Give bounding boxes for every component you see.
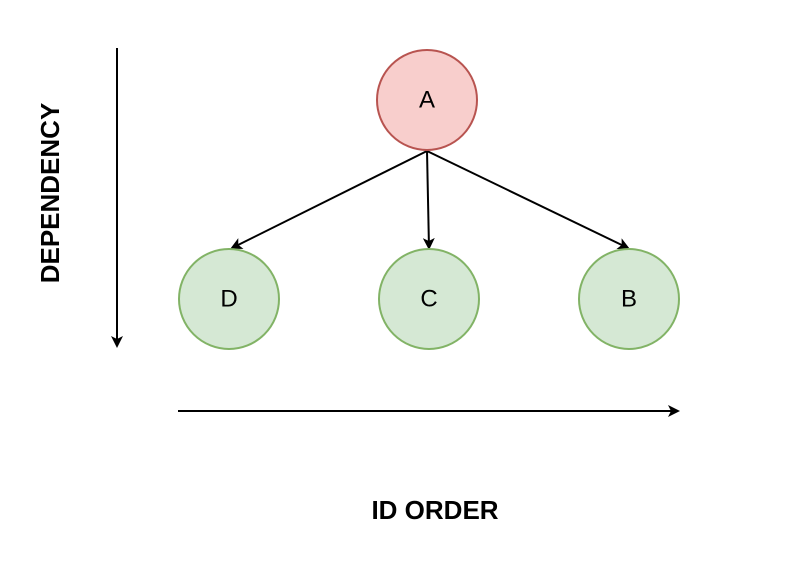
dependency-axis-label: DEPENDENCY xyxy=(35,103,65,284)
node-b-circle xyxy=(578,248,680,350)
node-c: C xyxy=(378,248,480,350)
node-a: A xyxy=(376,49,478,151)
edge-a-to-d xyxy=(230,150,428,249)
node-c-circle xyxy=(378,248,480,350)
edge-a-to-b xyxy=(426,150,630,250)
edge-a-to-c xyxy=(422,150,435,250)
node-a-circle xyxy=(376,49,478,151)
node-d-label: D xyxy=(220,286,237,313)
node-b: B xyxy=(578,248,680,350)
node-a-label: A xyxy=(419,87,435,114)
node-d: D xyxy=(178,248,280,350)
id-order-axis-label: ID ORDER xyxy=(371,495,498,525)
node-c-label: C xyxy=(420,286,437,313)
node-d-circle xyxy=(178,248,280,350)
node-b-label: B xyxy=(621,286,637,313)
